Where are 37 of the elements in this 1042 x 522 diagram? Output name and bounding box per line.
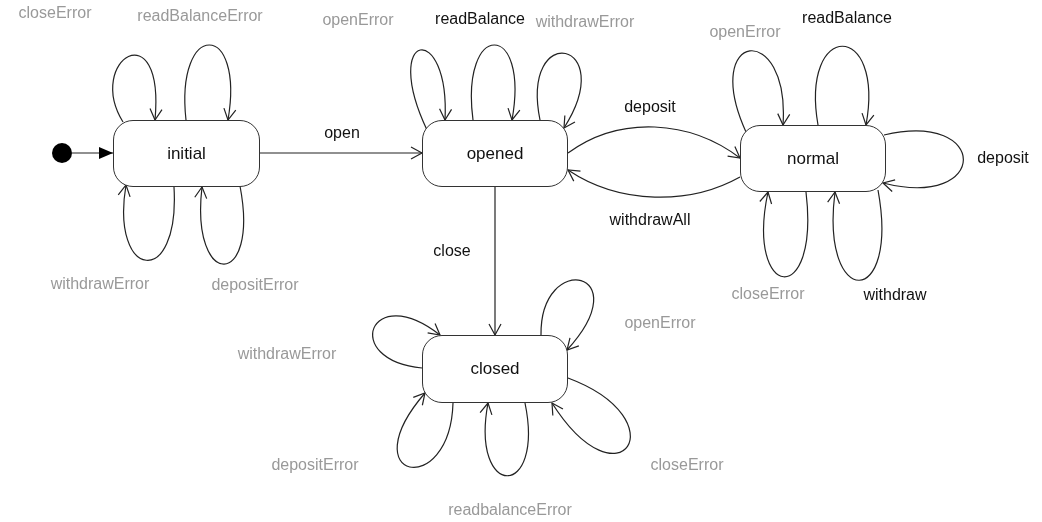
transition-arrow	[480, 402, 529, 477]
transition-arrow	[396, 392, 454, 468]
transition-label: deposit	[623, 98, 677, 116]
transition-arrow	[567, 126, 741, 159]
transition-arrow	[194, 185, 244, 265]
state-box	[422, 335, 568, 403]
transition-arrow	[732, 50, 790, 133]
transition-arrow	[540, 279, 595, 351]
transition-arrow	[112, 54, 162, 123]
transition-arrow	[814, 45, 874, 126]
transition-arrow	[184, 44, 236, 121]
transition-label: depositError	[210, 276, 300, 294]
transition-arrow	[882, 130, 964, 192]
transition-label: depositError	[270, 456, 360, 474]
transition-label: deposit	[976, 149, 1030, 167]
transition-arrow	[551, 377, 631, 454]
transition-label: openError	[623, 314, 697, 332]
transition-arrow	[827, 189, 883, 281]
state-name: opened	[466, 143, 524, 164]
transition-label: openError	[708, 23, 782, 41]
transition-arrow	[470, 44, 520, 121]
state-box	[422, 120, 568, 187]
state-name: closed	[470, 359, 520, 379]
transition-arrow	[372, 315, 441, 369]
transition-arrow	[488, 186, 502, 336]
state-name: normal	[787, 148, 839, 169]
initial-state-dot	[52, 143, 72, 163]
state-box	[740, 125, 886, 192]
transition-label: openError	[321, 11, 395, 29]
transition-arrow	[71, 147, 114, 159]
transition-arrow	[118, 184, 175, 261]
state-name: initial	[167, 143, 206, 164]
transition-arrow	[536, 52, 582, 129]
transition-arrow	[259, 146, 423, 160]
transition-arrow	[759, 191, 809, 278]
state-box	[113, 120, 260, 187]
transition-arrow	[567, 169, 741, 198]
